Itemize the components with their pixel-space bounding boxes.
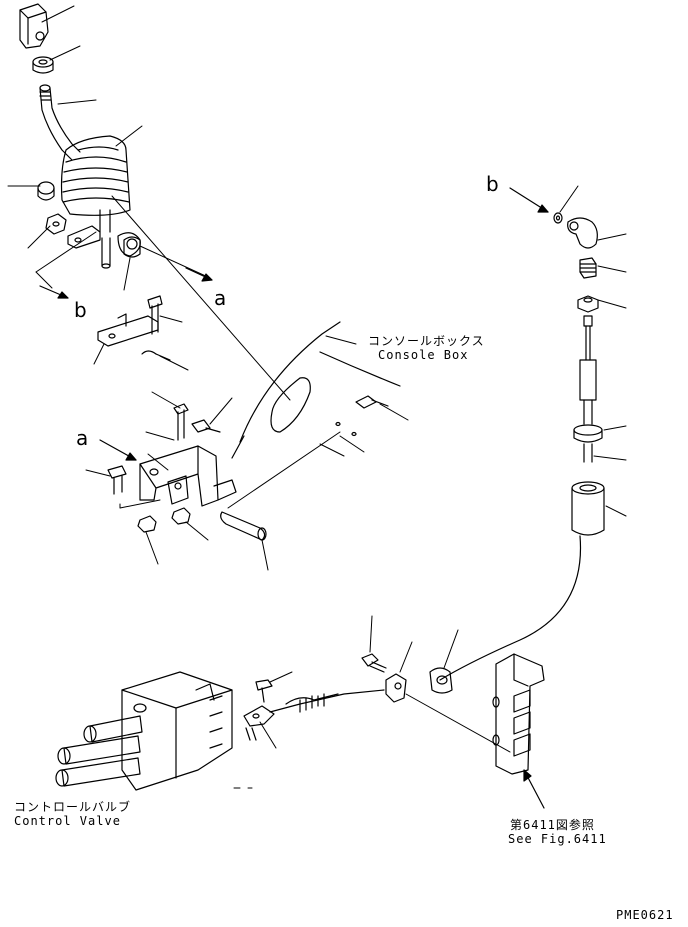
ref-label-a-left: a [76, 426, 89, 450]
leader-lines-console [320, 336, 408, 456]
bracket-bolt-top [174, 404, 188, 440]
bracket-nut-right [172, 508, 190, 524]
lever-boot [62, 136, 131, 215]
console-box-label-en: Console Box [378, 348, 469, 362]
cable-end [580, 316, 596, 424]
ref-label-b-right: b [486, 172, 499, 196]
ref-arrow-b [40, 286, 68, 298]
see-fig-label-jp: 第6411図参照 [510, 818, 595, 832]
pivot-pin [221, 512, 266, 540]
control-valve [122, 672, 232, 790]
reference-bracket [493, 654, 544, 774]
small-nut [46, 214, 66, 234]
console-box-label-jp: コンソールボックス [368, 334, 485, 348]
leader-lines-top [8, 6, 142, 290]
link-bolt [148, 296, 162, 334]
valve-spools [56, 716, 142, 786]
lever-rod [40, 85, 80, 160]
ref-arrow-b-right [510, 188, 548, 212]
bracket-nut-left [138, 516, 156, 532]
lever-bracket [68, 226, 100, 248]
cable-nut [580, 258, 596, 278]
valve-pin [256, 680, 272, 702]
leader-lines-clamp [370, 616, 510, 752]
drawing-code: PME0621 [616, 908, 674, 922]
ball-joint [568, 218, 598, 248]
lever-shaft [100, 210, 110, 268]
lever-knob [20, 4, 48, 48]
ref-arrow-a-left [100, 440, 136, 460]
mount-bracket [140, 446, 236, 506]
ref-arrow-a-top [186, 268, 212, 281]
cable-grommet [574, 425, 602, 462]
valve-yoke [244, 706, 274, 740]
bracket-screw [192, 420, 220, 432]
console-screw [356, 396, 388, 408]
assembly-lines [36, 196, 340, 508]
leader-lines-link [94, 316, 188, 370]
cable-line [440, 536, 581, 680]
boss-collar [118, 233, 140, 256]
ref-label-b-left: b [74, 298, 87, 322]
cable-washer [554, 213, 562, 223]
spacer-collar [124, 237, 140, 257]
link-plate [98, 314, 158, 346]
see-fig-label-en: See Fig.6411 [508, 832, 607, 846]
control-valve-label-jp: コントロールバルブ [14, 800, 132, 814]
see-fig-arrow [524, 770, 544, 808]
leader-lines-bracket [86, 392, 268, 570]
cable-clip [430, 668, 452, 693]
cable-to-valve [270, 690, 384, 712]
console-box [232, 322, 400, 458]
knob-nut [33, 57, 53, 73]
ref-label-a-top: a [214, 286, 227, 310]
bracket-bolt-left [108, 466, 126, 494]
clamp-bolt [362, 654, 386, 672]
console-washers [336, 423, 356, 436]
side-bushing [38, 182, 54, 200]
cable-sleeve [572, 482, 604, 535]
leader-lines-cable [560, 186, 626, 516]
cable-clamp [386, 674, 406, 702]
cable-nut-2 [578, 296, 598, 312]
control-valve-label-en: Control Valve [14, 814, 121, 828]
leader-lines-valve [234, 672, 292, 788]
